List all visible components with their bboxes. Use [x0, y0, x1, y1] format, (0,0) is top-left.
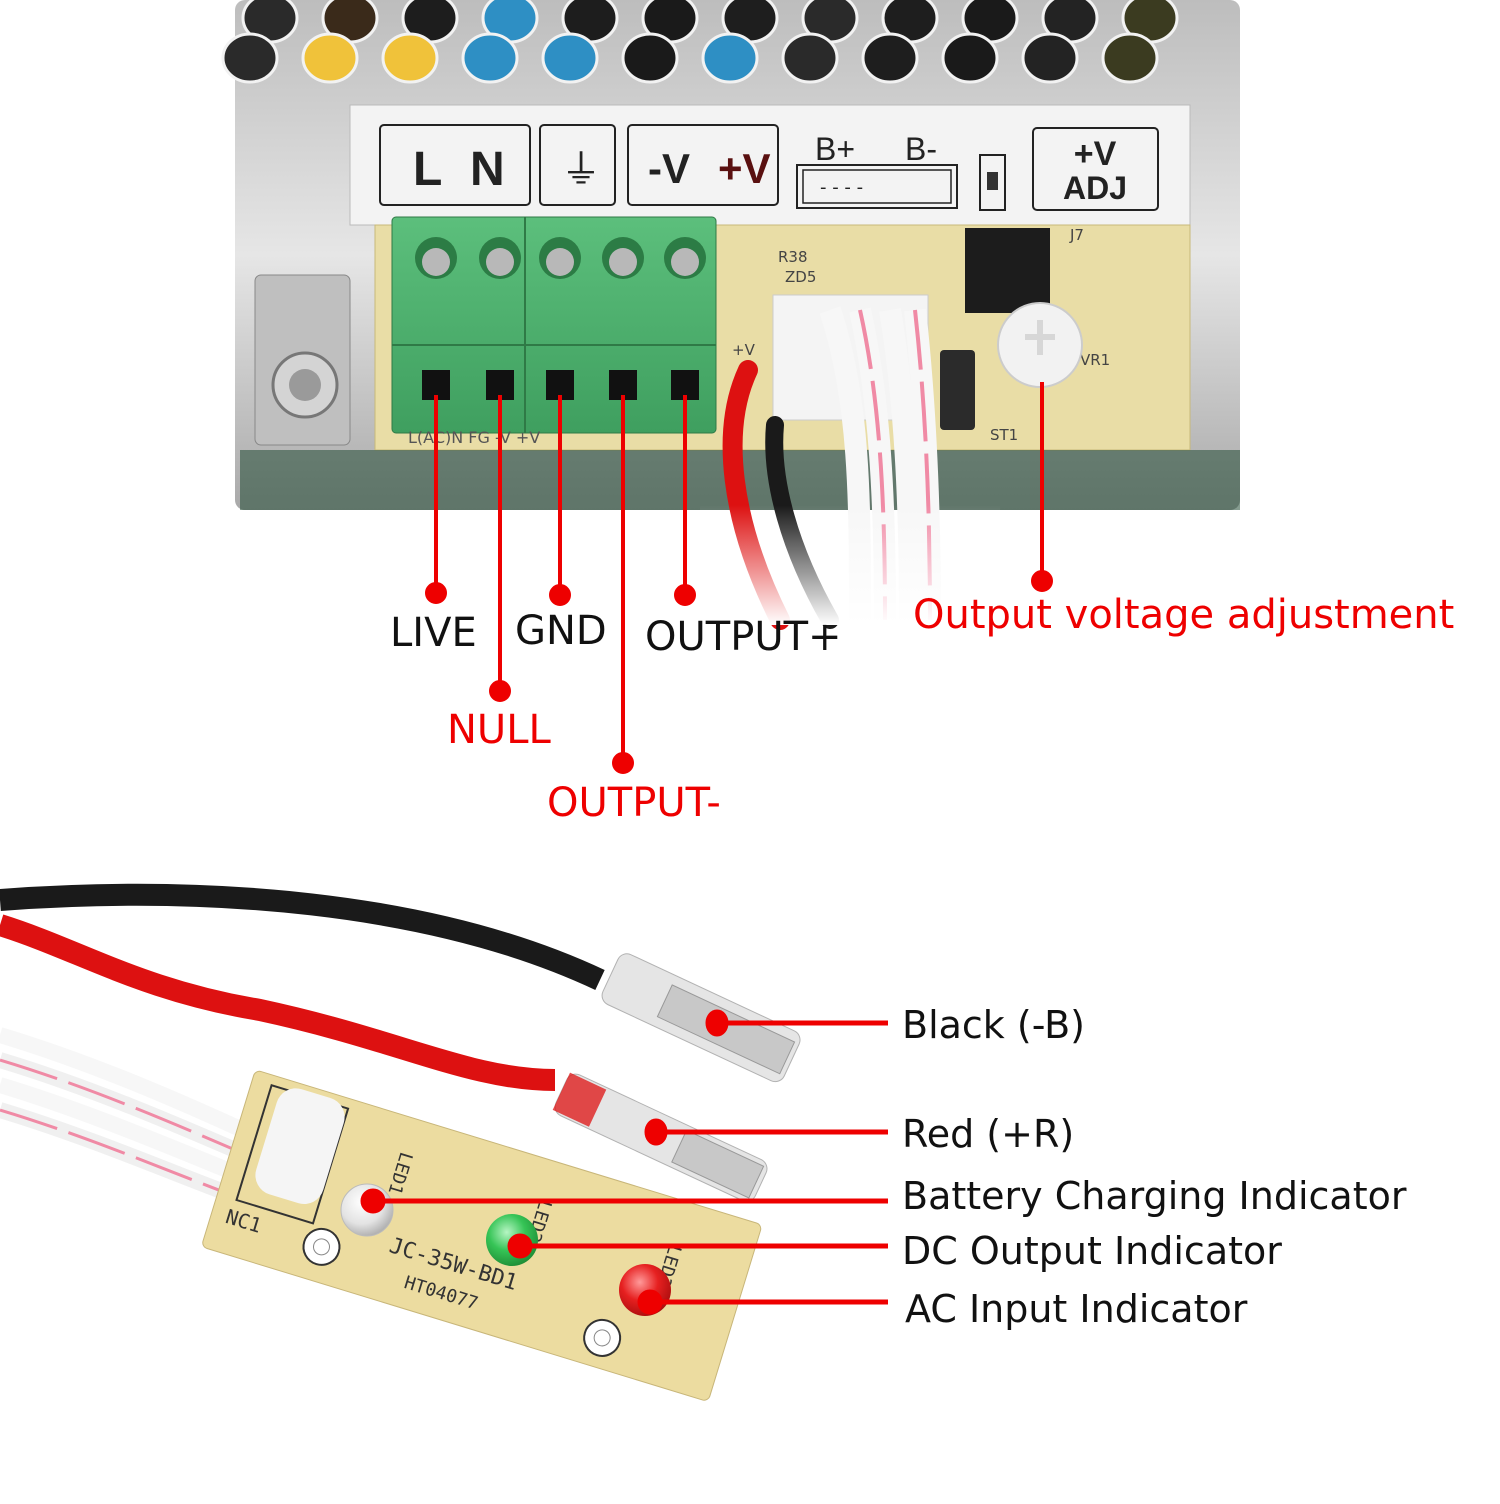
label-ac-input-indicator: AC Input Indicator	[905, 1287, 1248, 1331]
indicator-board-assembly: NC1 JC-35W-BD1 HT04077 LED1 LED2 LED3	[0, 883, 801, 1401]
ic-chip	[965, 228, 1050, 313]
label-adj-v: +V	[1074, 135, 1117, 173]
callout-dot-ac-input	[637, 1289, 663, 1315]
terminal-screw-head	[486, 248, 514, 276]
callout-dot-null	[489, 680, 511, 702]
grille-hole	[1101, 32, 1159, 84]
label-minus-v: -V	[648, 145, 690, 192]
pcb-plus-v: +V	[732, 341, 756, 359]
label-gnd: GND	[515, 608, 607, 654]
grille-hole	[381, 32, 439, 84]
label-box-v	[627, 124, 779, 206]
battery-pins: - - - -	[820, 177, 863, 198]
label-output-plus: OUTPUT+	[645, 614, 842, 660]
callout-dot-output-plus	[674, 584, 696, 606]
callout-dot-live	[425, 582, 447, 604]
jumper	[987, 172, 998, 190]
pcb-terminal-silk: L(AC)N FG -V +V	[408, 428, 540, 447]
grille-hole	[941, 32, 999, 84]
grille-hole	[621, 32, 679, 84]
label-b-minus: B-	[905, 131, 937, 167]
label-n: N	[470, 143, 505, 196]
wire-fade	[700, 505, 1000, 625]
red-battery-wire	[0, 914, 556, 1091]
label-battery-charging-indicator: Battery Charging Indicator	[902, 1174, 1407, 1218]
callout-dot-vadj	[1031, 570, 1053, 592]
pcb-j7: J7	[1069, 226, 1084, 244]
label-live: LIVE	[390, 610, 477, 656]
grille-hole	[541, 32, 599, 84]
label-output-minus: OUTPUT-	[547, 780, 721, 826]
label-box-ln	[379, 124, 531, 206]
label-b-plus: B+	[815, 131, 855, 167]
label-red-wire: Red (+R)	[902, 1112, 1075, 1156]
battery-connector-inner	[802, 169, 952, 204]
terminal-screw-head	[671, 248, 699, 276]
jumper-box	[979, 154, 1006, 211]
terminal-screw-head	[422, 248, 450, 276]
label-l: L	[413, 143, 442, 196]
label-plus-v: +V	[718, 145, 771, 192]
pcb-vr1: VR1	[1080, 351, 1110, 369]
label-box-ground	[539, 124, 616, 206]
label-output-voltage-adjustment: Output voltage adjustment	[913, 592, 1455, 638]
power-supply-unit: L N ⏚ -V +V B+ B- - - - - +V ADJ L(AC)N …	[221, 0, 1240, 630]
label-box-adj	[1032, 127, 1159, 211]
pcb-zd5: ZD5	[785, 268, 816, 286]
battery-connector-outline	[796, 164, 958, 209]
pcb-st1: ST1	[990, 426, 1018, 444]
callout-dot-battery-charging	[360, 1188, 386, 1214]
pcb-r38: R38	[778, 248, 808, 266]
black-battery-wire	[0, 883, 605, 990]
ground-screw-head	[289, 369, 321, 401]
ventilation-grille	[221, 0, 1179, 84]
black-spade-terminal	[601, 953, 801, 1083]
callout-dot-red-wire	[644, 1118, 668, 1146]
grille-hole	[781, 32, 839, 84]
callout-dot-black-wire	[705, 1009, 729, 1037]
ground-symbol-icon: ⏚	[561, 147, 601, 193]
grille-hole	[461, 32, 519, 84]
grille-hole	[861, 32, 919, 84]
grille-hole	[221, 32, 279, 84]
callout-dot-output-minus	[612, 752, 634, 774]
terminal-screw-head	[546, 248, 574, 276]
board-callout-lines	[360, 1009, 888, 1315]
led-indicator-pcb: NC1 JC-35W-BD1 HT04077 LED1 LED2 LED3	[202, 1070, 762, 1401]
psu-callout-lines	[425, 382, 1053, 774]
grille-hole	[301, 32, 359, 84]
terminal-screw-head	[609, 248, 637, 276]
push-switch	[940, 350, 975, 430]
label-null: NULL	[447, 707, 551, 753]
label-dc-output-indicator: DC Output Indicator	[902, 1229, 1282, 1273]
grille-hole	[1021, 32, 1079, 84]
grille-hole	[701, 32, 759, 84]
callout-dot-dc-output	[507, 1233, 533, 1259]
label-black-wire: Black (-B)	[902, 1003, 1085, 1047]
callout-dot-gnd	[549, 584, 571, 606]
label-adj: ADJ	[1063, 170, 1127, 206]
